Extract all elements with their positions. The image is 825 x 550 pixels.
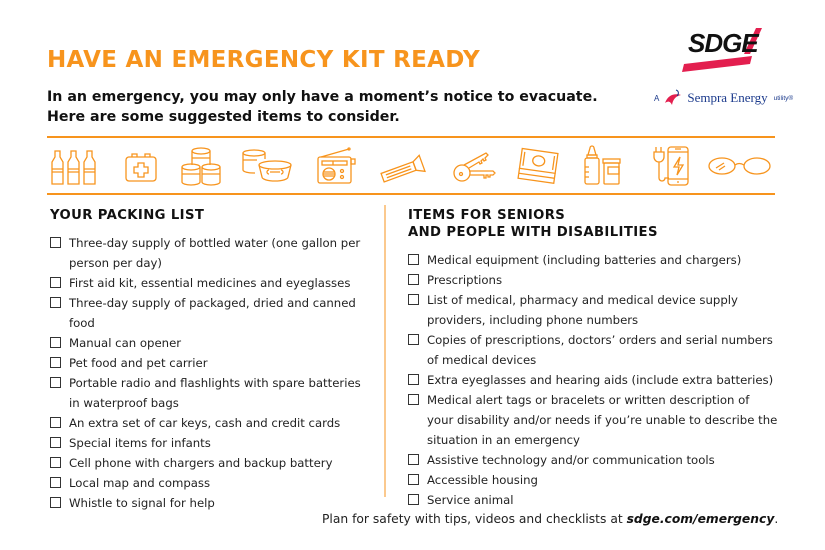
packing-item-radio: Portable radio and flashlights with spar… xyxy=(50,373,370,413)
emergency-link[interactable]: sdge.com/emergency xyxy=(626,512,775,526)
seniors-item-medical-alert: Medical alert tags or bracelets or writt… xyxy=(408,390,778,450)
item-label: Local map and compass xyxy=(69,476,211,490)
item-label: Pet food and pet carrier xyxy=(69,356,208,370)
packing-list: Three-day supply of bottled water (one g… xyxy=(50,233,370,513)
packing-item-map: Local map and compass xyxy=(50,473,370,493)
checkbox[interactable] xyxy=(408,394,419,405)
subtitle-line-1: In an emergency, you may only have a mom… xyxy=(47,89,598,105)
icons-top-rule xyxy=(47,136,775,138)
checkbox[interactable] xyxy=(408,374,419,385)
seniors-item-provider-list: List of medical, pharmacy and medical de… xyxy=(408,290,778,330)
seniors-item-service-animal: Service animal xyxy=(408,490,778,510)
first-aid-kit-icon xyxy=(125,153,157,182)
packing-item-infants: Special items for infants xyxy=(50,433,370,453)
checkbox[interactable] xyxy=(408,254,419,265)
item-label: List of medical, pharmacy and medical de… xyxy=(427,293,738,327)
item-label: Special items for infants xyxy=(69,436,211,450)
item-label: Cell phone with chargers and backup batt… xyxy=(69,456,333,470)
page-subtitle: In an emergency, you may only have a mom… xyxy=(47,87,598,127)
infant-supplies-icon xyxy=(584,145,621,185)
sdge-logo: SDGE A Sempra Energy utility® xyxy=(640,24,800,114)
checkbox[interactable] xyxy=(50,357,61,368)
item-label: Copies of prescriptions, doctors’ orders… xyxy=(427,333,773,367)
column-divider xyxy=(384,205,386,497)
seniors-item-eyeglasses: Extra eyeglasses and hearing aids (inclu… xyxy=(408,370,778,390)
packing-item-can-opener: Manual can opener xyxy=(50,333,370,353)
checkbox[interactable] xyxy=(408,454,419,465)
packing-item-food: Three-day supply of packaged, dried and … xyxy=(50,293,370,333)
item-label: First aid kit, essential medicines and e… xyxy=(69,276,351,290)
packing-list-section: YOUR PACKING LIST Three-day supply of bo… xyxy=(50,207,370,513)
seniors-item-prescriptions: Prescriptions xyxy=(408,270,778,290)
item-label: An extra set of car keys, cash and credi… xyxy=(69,416,341,430)
item-label: Prescriptions xyxy=(427,273,503,287)
checkbox[interactable] xyxy=(50,277,61,288)
checkbox[interactable] xyxy=(50,457,61,468)
pet-food-icon xyxy=(242,149,292,182)
eyeglasses-icon xyxy=(708,157,771,175)
sempra-flame-icon xyxy=(665,89,682,105)
subtitle-line-2: Here are some suggested items to conside… xyxy=(47,109,400,125)
item-label: Extra eyeglasses and hearing aids (inclu… xyxy=(427,373,774,387)
cash-icon xyxy=(517,147,559,184)
sdge-swoosh-icon xyxy=(682,28,762,72)
packing-item-phone: Cell phone with chargers and backup batt… xyxy=(50,453,370,473)
canned-food-icon xyxy=(181,147,221,186)
checkbox[interactable] xyxy=(50,297,61,308)
sdge-wordmark: SDGE xyxy=(688,28,759,58)
footer-note: Plan for safety with tips, videos and ch… xyxy=(322,512,779,526)
seniors-item-medical-equipment: Medical equipment (including batteries a… xyxy=(408,250,778,270)
checkbox[interactable] xyxy=(50,237,61,248)
checkbox[interactable] xyxy=(408,294,419,305)
packing-item-keys-cash: An extra set of car keys, cash and credi… xyxy=(50,413,370,433)
item-label: Medical alert tags or bracelets or writt… xyxy=(427,393,778,447)
item-label: Three-day supply of packaged, dried and … xyxy=(69,296,356,330)
item-label: Medical equipment (including batteries a… xyxy=(427,253,742,267)
seniors-list-heading: ITEMS FOR SENIORS AND PEOPLE WITH DISABI… xyxy=(408,208,658,240)
item-label: Portable radio and flashlights with spar… xyxy=(69,376,361,410)
seniors-item-assistive-tech: Assistive technology and/or communicatio… xyxy=(408,450,778,470)
packing-item-water: Three-day supply of bottled water (one g… xyxy=(50,233,370,273)
item-label: Assistive technology and/or communicatio… xyxy=(427,453,715,467)
checkbox[interactable] xyxy=(50,417,61,428)
icons-bottom-rule xyxy=(47,193,775,195)
page-title: HAVE AN EMERGENCY KIT READY xyxy=(47,47,480,73)
item-label: Service animal xyxy=(427,493,514,507)
kit-icon-strip xyxy=(47,143,775,189)
checkbox[interactable] xyxy=(50,477,61,488)
checkbox[interactable] xyxy=(50,497,61,508)
checkbox[interactable] xyxy=(408,474,419,485)
seniors-list: Medical equipment (including batteries a… xyxy=(408,250,778,510)
sempra-tagline: A Sempra Energy utility® xyxy=(654,89,794,105)
keys-icon xyxy=(453,152,496,182)
item-label: Accessible housing xyxy=(427,473,538,487)
checkbox[interactable] xyxy=(408,274,419,285)
checkbox[interactable] xyxy=(408,494,419,505)
item-label: Manual can opener xyxy=(69,336,182,350)
checkbox[interactable] xyxy=(50,377,61,388)
seniors-item-copies: Copies of prescriptions, doctors’ orders… xyxy=(408,330,778,370)
checkbox[interactable] xyxy=(50,337,61,348)
water-bottles-icon xyxy=(51,150,96,185)
seniors-list-section: ITEMS FOR SENIORS AND PEOPLE WITH DISABI… xyxy=(408,207,778,510)
flashlight-icon xyxy=(380,154,426,183)
seniors-item-housing: Accessible housing xyxy=(408,470,778,490)
phone-charger-icon xyxy=(653,146,689,186)
checkbox[interactable] xyxy=(50,437,61,448)
radio-icon xyxy=(317,147,356,184)
packing-item-first-aid: First aid kit, essential medicines and e… xyxy=(50,273,370,293)
packing-item-pet: Pet food and pet carrier xyxy=(50,353,370,373)
item-label: Three-day supply of bottled water (one g… xyxy=(69,236,361,270)
packing-item-whistle: Whistle to signal for help xyxy=(50,493,370,513)
packing-list-heading: YOUR PACKING LIST xyxy=(50,208,205,223)
checkbox[interactable] xyxy=(408,334,419,345)
item-label: Whistle to signal for help xyxy=(69,496,215,510)
